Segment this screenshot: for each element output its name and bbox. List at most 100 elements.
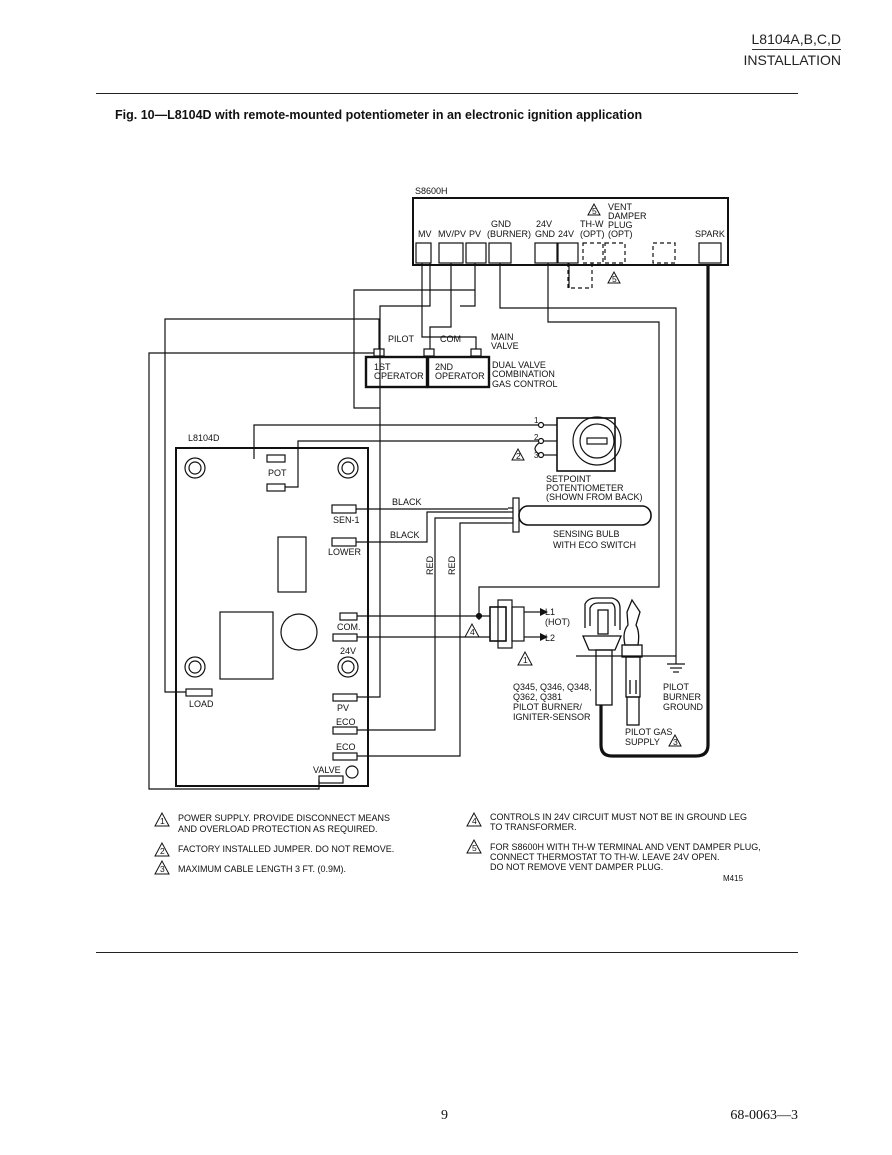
- label-sen1: SEN-1: [333, 515, 360, 525]
- figure-caption: Fig. 10—L8104D with remote-mounted poten…: [115, 108, 643, 122]
- op1-label-2: OPERATOR: [374, 371, 424, 381]
- pot-pin-2: 2: [534, 433, 539, 442]
- pot-label-2: POTENTIOMETER: [546, 483, 624, 493]
- bulb-label-1: SENSING BULB: [553, 529, 620, 539]
- terminal-label-mvpv: MV/PV: [438, 229, 466, 239]
- label-eco-2: ECO: [336, 742, 356, 752]
- vent-label-1: VENT: [608, 202, 633, 212]
- wire-label-red-2: RED: [447, 555, 457, 575]
- label-pot: POT: [268, 468, 287, 478]
- vent-label-4: (OPT): [608, 229, 633, 239]
- label-pv: PV: [337, 703, 349, 713]
- terminal-label-thw: TH-W: [580, 219, 604, 229]
- burner-label-1: Q345, Q346, Q348,: [513, 682, 592, 692]
- page-number: 9: [441, 1108, 448, 1123]
- thw-optional-wire: [567, 263, 593, 289]
- note-5-line-3: DO NOT REMOVE VENT DAMPER PLUG.: [490, 862, 663, 872]
- pilot-label: PILOT: [388, 334, 415, 344]
- note-5-line-2: CONNECT THERMOSTAT TO TH-W. LEAVE 24V OP…: [490, 852, 720, 862]
- gas-control-label-3: GAS CONTROL: [492, 379, 558, 389]
- label-eco-1: ECO: [336, 717, 356, 727]
- label-lower: LOWER: [328, 547, 362, 557]
- l8104d-lower-terminal: [331, 537, 357, 547]
- op2-label-1: 2ND: [435, 362, 454, 372]
- setpoint-potentiometer: [556, 417, 616, 472]
- burner-label-4: IGNITER-SENSOR: [513, 712, 591, 722]
- s8600h-terminal-24v-gnd: [534, 242, 558, 264]
- board-transformer: [219, 611, 274, 680]
- note-5-line-1: FOR S8600H WITH TH-W TERMINAL AND VENT D…: [490, 842, 761, 852]
- footer-rule: [96, 952, 798, 953]
- notes-section: 1 POWER SUPPLY. PROVIDE DISCONNECT MEANS…: [160, 812, 761, 883]
- l1-hot-label: (HOT): [545, 617, 570, 627]
- ground-label-2: BURNER: [663, 692, 702, 702]
- terminal-label-opt: (OPT): [580, 229, 605, 239]
- svg-text:3: 3: [673, 737, 678, 747]
- terminal-label-mv: MV: [418, 229, 432, 239]
- s8600h-module: [412, 197, 729, 266]
- pot-pin-1: 1: [534, 416, 539, 425]
- svg-text:2: 2: [516, 451, 521, 461]
- l8104d-com-terminal: [339, 612, 358, 621]
- s8600h-terminal-24v: [557, 242, 579, 264]
- note-1-line-1: POWER SUPPLY. PROVIDE DISCONNECT MEANS: [178, 813, 390, 823]
- l8104d-board: [175, 447, 369, 787]
- svg-text:5: 5: [612, 274, 617, 284]
- ground-label-1: PILOT: [663, 682, 690, 692]
- svg-text:3: 3: [160, 864, 165, 874]
- main-valve-label-2: VALVE: [491, 341, 519, 351]
- terminal-label-24v: 24V: [558, 229, 574, 239]
- label-com: COM.: [337, 622, 361, 632]
- wire-label-black-1: BLACK: [392, 497, 422, 507]
- terminal-label-spark: SPARK: [695, 229, 725, 239]
- bulb-label-2: WITH ECO SWITCH: [553, 540, 636, 550]
- l8104d-eco-terminal-2: [332, 752, 358, 761]
- note-3-line-1: MAXIMUM CABLE LENGTH 3 FT. (0.9M).: [178, 864, 346, 874]
- pilot-terminal: [373, 348, 385, 357]
- board-relay: [277, 536, 307, 593]
- l8104d-24v-terminal: [332, 633, 358, 642]
- main-valve-terminal: [470, 348, 482, 357]
- note-4-line-1: CONTROLS IN 24V CIRCUIT MUST NOT BE IN G…: [490, 812, 747, 822]
- l8104d-sen1-terminal: [331, 504, 357, 514]
- note-2-line-1: FACTORY INSTALLED JUMPER. DO NOT REMOVE.: [178, 844, 394, 854]
- com-label: COM: [440, 334, 461, 344]
- l2-label: L2: [545, 633, 555, 643]
- vent-label-3: PLUG: [608, 220, 633, 230]
- terminal-label-gnd: GND: [491, 219, 512, 229]
- l8104d-title: L8104D: [188, 433, 220, 443]
- burner-label-3: PILOT BURNER/: [513, 702, 582, 712]
- svg-text:4: 4: [472, 816, 477, 826]
- burner-label-2: Q362, Q381: [513, 692, 562, 702]
- sensing-bulb: [518, 505, 652, 526]
- s8600h-title: S8600H: [415, 186, 448, 196]
- l8104d-pot-terminal-top: [266, 454, 286, 463]
- document-model: L8104A,B,C,D: [751, 31, 841, 50]
- board-capacitor: [280, 613, 318, 651]
- l8104d-load-terminal: [185, 688, 213, 697]
- document-section: INSTALLATION: [743, 52, 841, 68]
- l8104d-pot-terminal-bottom: [266, 483, 286, 492]
- figure-code: M415: [723, 874, 744, 883]
- svg-text:1: 1: [523, 655, 528, 665]
- op1-label-1: 1ST: [374, 362, 391, 372]
- document-number: 68-0063—3: [730, 1108, 798, 1123]
- gas-control-label-2: COMBINATION: [492, 369, 555, 379]
- svg-text:5: 5: [472, 843, 477, 853]
- s8600h-terminal-gnd-burner: [488, 242, 512, 264]
- l8104d-eco-terminal-1: [332, 726, 358, 735]
- vent-damper-plug: [652, 242, 676, 264]
- main-valve-label-1: MAIN: [491, 332, 514, 342]
- terminal-label-gnd2: GND: [535, 229, 556, 239]
- terminal-label-burner: (BURNER): [487, 229, 531, 239]
- svg-text:1: 1: [160, 816, 165, 826]
- spark-cable: [599, 265, 710, 758]
- l8104d-pv-terminal: [332, 693, 358, 702]
- label-valve: VALVE: [313, 765, 341, 775]
- label-load: LOAD: [189, 699, 214, 709]
- l8104d-valve-terminal: [318, 775, 344, 784]
- s8600h-terminal-spark: [698, 242, 722, 264]
- svg-text:2: 2: [160, 846, 165, 856]
- s8600h-terminal-opt: [604, 242, 626, 264]
- gas-supply-label-1: PILOT GAS: [625, 727, 672, 737]
